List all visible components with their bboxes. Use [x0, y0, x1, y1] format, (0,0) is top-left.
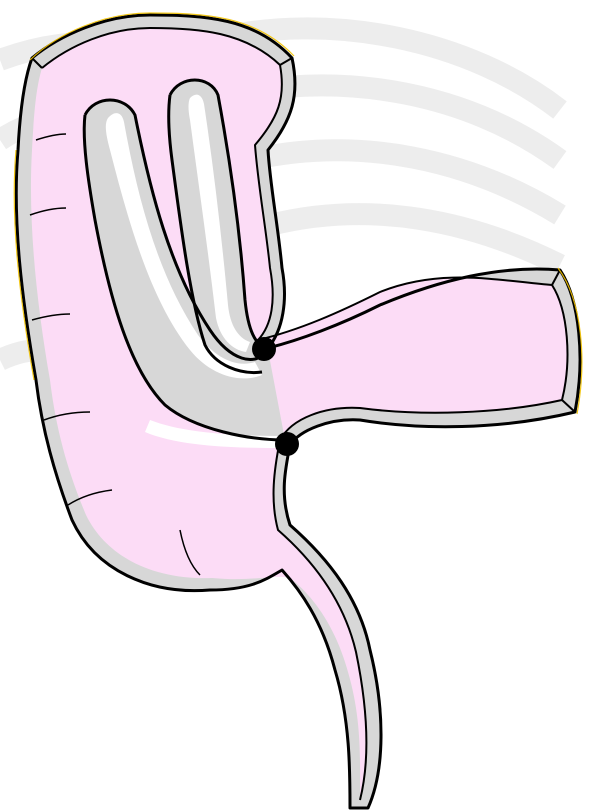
junction-dot-lower: [275, 432, 299, 456]
junction-dot-upper: [252, 337, 276, 361]
